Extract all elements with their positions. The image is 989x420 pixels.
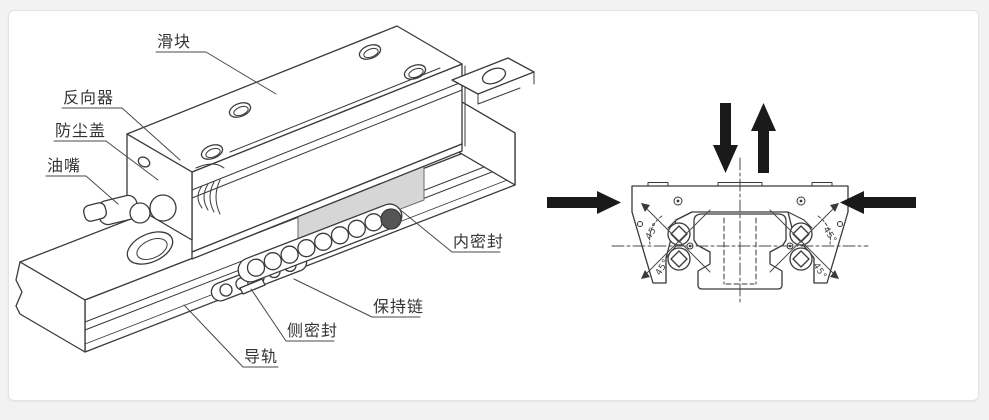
- hidden-bolt-hole: [723, 217, 757, 285]
- retainer-chain-band: [237, 203, 403, 283]
- section-carriage-outline: [631, 185, 849, 284]
- rail-mounting-hole: [126, 231, 174, 265]
- carriage-hole: [200, 144, 224, 160]
- end-cap-face: [126, 133, 193, 241]
- part-label-inner-seal: 内密封: [453, 232, 505, 251]
- carriage-hole: [403, 64, 427, 80]
- load-arrow-left-icon: [840, 191, 916, 214]
- grease-dome: [149, 194, 177, 222]
- contact-angle-lines: [641, 203, 839, 279]
- part-label-reverser: 反向器: [63, 88, 115, 107]
- bracket-hole: [481, 67, 507, 85]
- leader-lines: [45, 51, 501, 368]
- rail-end-face-left: [15, 261, 86, 353]
- isometric-view: [15, 25, 535, 368]
- part-label-dust-cover: 防尘盖: [55, 121, 107, 140]
- load-arrow-right-icon: [547, 191, 621, 214]
- section-balls: [667, 222, 813, 271]
- load-arrow-up-icon: [751, 103, 776, 173]
- part-label-guide-rail: 导轨: [244, 347, 279, 366]
- part-label-side-seal: 侧密封: [287, 321, 339, 340]
- reverser-bellows: [197, 179, 221, 215]
- end-cap-hole: [137, 156, 151, 168]
- part-label-oil-nipple: 油嘴: [47, 156, 82, 175]
- centerlines: [611, 157, 869, 303]
- side-seal-strip: [191, 143, 463, 260]
- cross-section-view: 45° 45° 45° 45°: [547, 103, 916, 303]
- oil-nipple-part: [83, 194, 151, 226]
- part-label-retainer-chain: 保持链: [373, 297, 425, 316]
- chain-end-roller: [380, 208, 402, 230]
- carriage-hole: [228, 102, 252, 118]
- carriage-hole: [358, 44, 382, 60]
- load-arrows: [547, 103, 916, 214]
- part-label-slider-block: 滑块: [157, 32, 192, 51]
- rail-end-bracket: [451, 57, 535, 105]
- load-arrow-down-icon: [713, 103, 738, 173]
- side-seal-tab: [239, 278, 266, 295]
